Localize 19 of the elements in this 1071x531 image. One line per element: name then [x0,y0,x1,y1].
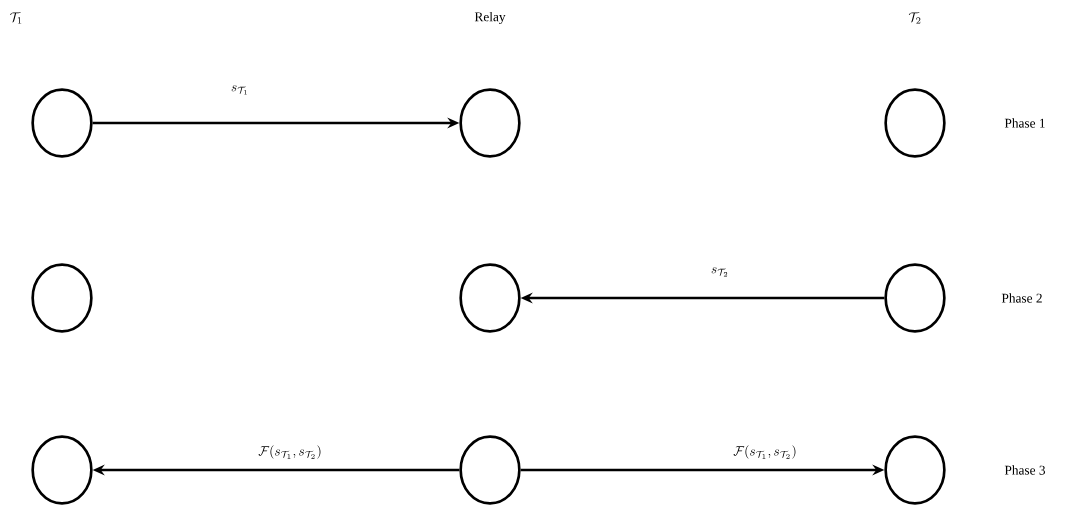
edge-label: $\mathcal{F}(s_{\mathcal{T}_1}, s_{\mathcal{T}_2})$ [256,444,324,460]
circle-node [884,263,946,333]
circle-node [31,435,93,505]
circle-node [459,435,521,505]
column-heading: $\mathcal{T}_2$ [908,12,921,24]
phase-label: Phase 1 [1004,118,1045,128]
column-heading: Relay [474,11,506,25]
circle-node [31,88,93,158]
circle-node [884,435,946,505]
column-heading: $\mathcal{T}_1$ [10,12,22,24]
circle-node [459,263,521,333]
circle-node [31,263,93,333]
edge-label: $s_{\mathcal{T}_2}$ [709,266,731,278]
edge-label: $s_{\mathcal{T}_1}$ [229,84,251,96]
phase-label: Phase 2 [1001,293,1042,303]
phase-label: Phase 3 [1004,465,1046,475]
circle-node [459,88,521,158]
circle-node [884,88,946,158]
edge-label: $\mathcal{F}(s_{\mathcal{T}_1}, s_{\mathcal{T}_2})$ [731,444,799,460]
